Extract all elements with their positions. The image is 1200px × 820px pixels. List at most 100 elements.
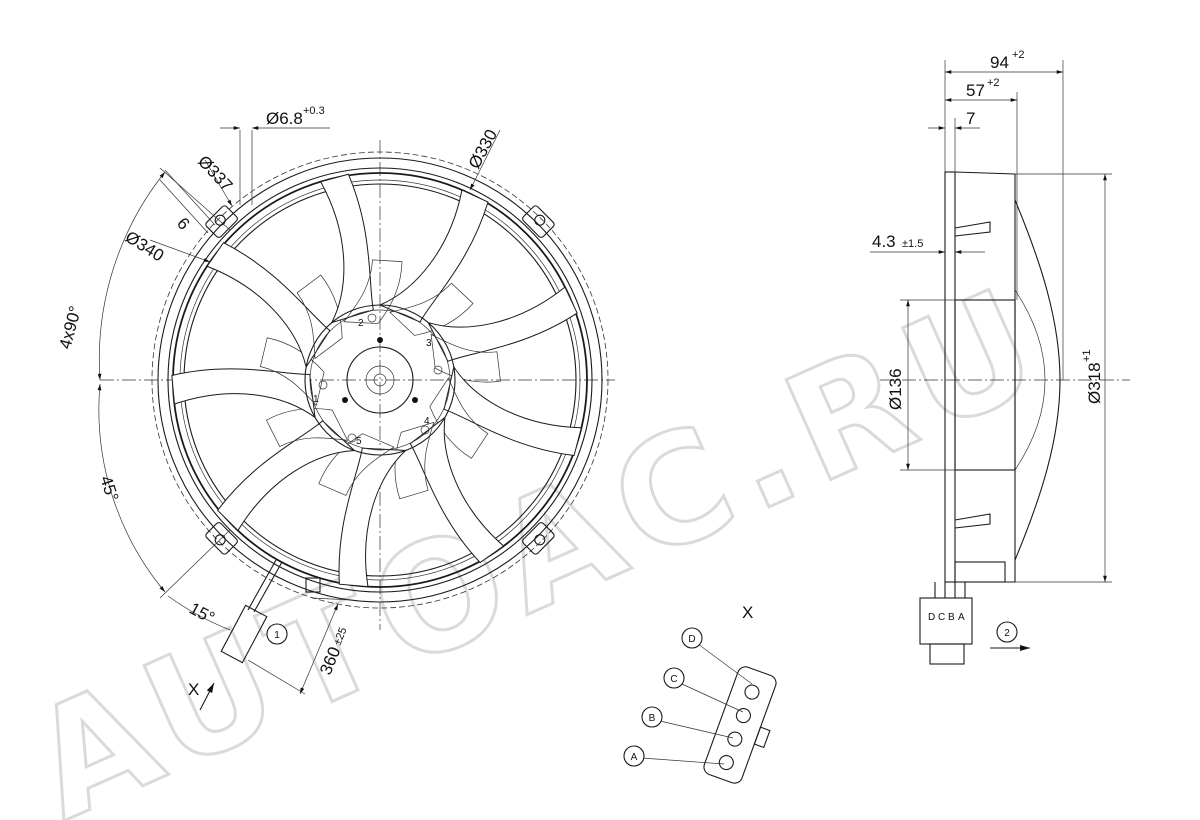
pin-label-a: A (623, 745, 645, 767)
dim-label: Ø318 (1085, 362, 1104, 404)
dim-tolerance: +1 (1081, 349, 1093, 362)
fan-blade (409, 416, 505, 564)
connector-view: X D C B A (623, 603, 777, 784)
dim-flange-thickness: 7 (928, 109, 980, 172)
fan-blade (216, 420, 356, 532)
dim-tolerance: +2 (987, 77, 1000, 89)
callout-1: 1 (266, 623, 288, 645)
dim-tolerance: +2 (1012, 49, 1025, 61)
cable-clip (305, 577, 321, 593)
side-clip (954, 513, 991, 529)
pin-label-b: B (641, 706, 663, 728)
hub-axle (373, 373, 387, 387)
side-clip (954, 221, 991, 237)
mounting-tab (522, 522, 555, 555)
dim-label: 94 (990, 53, 1009, 72)
dim-tolerance: ±1.5 (902, 238, 923, 250)
dim-hole-pattern: 4x90° (56, 167, 231, 381)
connector-letter: D (928, 612, 935, 623)
fan-blade (443, 365, 582, 456)
dim-label: 57 (966, 81, 985, 100)
blade-root (389, 282, 474, 336)
dim-hole-diameter: Ø6.8 +0.3 (220, 105, 330, 205)
hub-number: 5 (356, 436, 362, 447)
dim-bolt-circle: Ø337 (194, 152, 236, 207)
hub-screw (377, 337, 383, 343)
dim-label: Ø6.8 (266, 109, 303, 128)
callout-label: 2 (1004, 628, 1010, 639)
cable-exit (954, 561, 1006, 583)
connector-letter: B (948, 612, 955, 623)
hub-marker (420, 425, 430, 435)
hub-number: 4 (424, 416, 430, 427)
hub-screw (342, 397, 348, 403)
blade-root (343, 259, 403, 324)
dim-label: 45° (96, 473, 122, 503)
side-connector-plug (929, 643, 965, 665)
dim-offset: 4.3 ±1.5 (870, 232, 985, 254)
hub-number: 2 (358, 318, 364, 329)
hub-marker (347, 433, 357, 443)
connector-body (703, 666, 777, 784)
fan-blades (171, 173, 582, 588)
blade-root (318, 433, 395, 496)
blade-root (260, 337, 325, 407)
connector-view-title: X (742, 603, 753, 622)
dim-total-depth: 94 +2 (944, 49, 1064, 380)
connector-letter: A (958, 612, 965, 623)
blade-profile (1014, 199, 1061, 561)
callout-2: 2 (990, 621, 1030, 651)
dim-label: Ø340 (122, 227, 167, 265)
pin-label-c: C (663, 667, 685, 689)
side-view: D C B A 94 +2 57 +2 7 4 (870, 49, 1130, 665)
motor-housing (954, 299, 1016, 471)
pin-b (727, 731, 743, 747)
watermark: AUTOAC.RU (6, 251, 1073, 820)
dim-motor-diameter: Ø136 (886, 299, 955, 471)
dim-label: 6 (173, 214, 193, 234)
outer-ring (157, 157, 603, 603)
hub-marker (367, 313, 377, 323)
pin-a (718, 755, 734, 771)
dim-shroud-diameter: Ø318 +1 (1015, 173, 1112, 583)
fan-blade (378, 189, 489, 323)
pin-label-d: D (681, 627, 703, 649)
fan-blade (171, 368, 316, 419)
view-marker: X (188, 680, 199, 699)
motor-cap (346, 346, 414, 414)
blade-root (430, 333, 501, 383)
blade-root (265, 408, 349, 447)
hub-rim (309, 309, 451, 451)
pin-label: A (631, 752, 638, 763)
motor-profile (1014, 289, 1046, 471)
pin-label: B (649, 713, 656, 724)
fan-blade (338, 447, 407, 588)
dim-label: Ø337 (194, 152, 236, 195)
dim-label: 4.3 (872, 232, 896, 251)
hub-marker (318, 380, 328, 390)
dim-flange-width: 6 (159, 169, 216, 234)
dim-motor-depth: 57 +2 (945, 77, 1018, 300)
hub-outer (304, 304, 456, 456)
dim-angle-main: 45° (96, 383, 231, 599)
dim-label: 7 (966, 109, 975, 128)
dim-label: Ø330 (465, 126, 501, 172)
connector-letter: C (938, 612, 945, 623)
pin-c (735, 708, 751, 724)
pin-label: C (670, 674, 677, 685)
fan-blade (206, 242, 331, 369)
hub-number: 3 (426, 338, 432, 349)
watermark-text: AUTOAC.RU (7, 253, 1071, 820)
dim-inner-diameter: Ø330 (465, 126, 501, 191)
cable-assembly (220, 559, 321, 664)
shroud-ring-outer (167, 167, 593, 593)
dim-label: Ø136 (886, 368, 905, 410)
blade-root (429, 377, 489, 459)
hub-number: 1 (313, 394, 319, 405)
connector-latch (753, 726, 771, 749)
dim-tolerance: +0.3 (303, 105, 325, 117)
fan-blade (427, 286, 578, 362)
view-x-arrow: X (188, 680, 215, 711)
dim-outer-diameter: Ø340 (122, 227, 211, 265)
